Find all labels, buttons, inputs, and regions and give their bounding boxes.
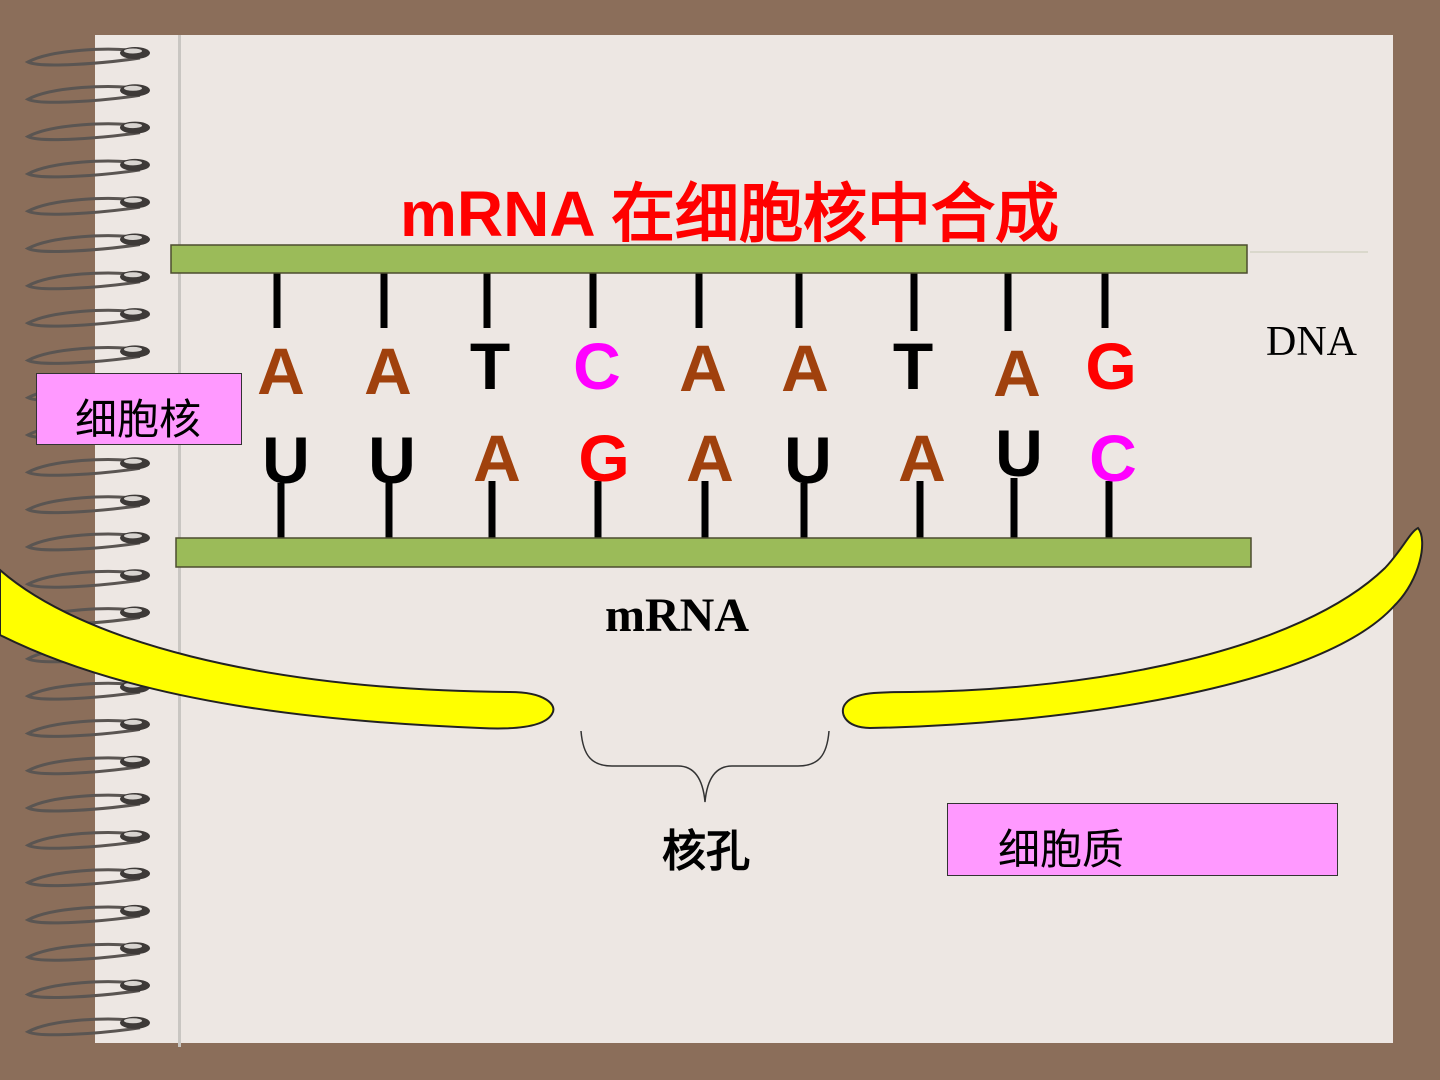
binding-ring [24,867,150,888]
mrna-base: G [578,421,630,495]
nuclear-membrane-right [841,526,1424,730]
binding-ring [24,793,150,813]
dna-base: A [257,334,305,408]
binding-ring [24,718,150,738]
mrna-base: U [784,423,832,497]
nuclear-pore-brace [580,730,830,803]
nucleus-label: 细胞核 [75,395,202,444]
mrna-base: A [686,421,734,495]
dna-base: T [469,329,511,403]
dna-base: C [573,329,621,403]
mrna-base: C [1089,421,1137,495]
dna-base: A [364,334,412,408]
mrna-base: A [898,421,946,495]
binding-ring [24,270,150,291]
mrna-base: U [368,423,416,497]
cytoplasm-label: 细胞质 [998,825,1125,874]
binding-ring [24,494,150,515]
dna-base: A [781,331,829,405]
dna-strand [170,244,1248,274]
nuclear-membrane-left [0,568,555,730]
mrna-base: U [995,416,1043,490]
binding-ring [24,233,150,253]
binding-ring [24,158,150,179]
binding-ring [24,569,150,589]
nucleus-label-box: 细胞核 [36,373,242,445]
dna-base: A [993,336,1041,410]
binding-ring [24,904,150,925]
binding-ring [24,121,150,142]
base-stick-group [273,268,1113,542]
mrna-base: A [473,421,521,495]
page-title: mRNA 在细胞核中合成 [400,178,1059,250]
mrna-base: U [262,423,310,497]
dna-base: G [1085,329,1137,403]
cytoplasm-label-box: 细胞质 [947,803,1338,876]
binding-ring [24,196,150,216]
dna-label: DNA [1266,319,1357,365]
binding-ring [24,308,150,328]
binding-ring [24,457,150,477]
mrna-label: mRNA [605,589,749,642]
binding-ring [24,531,150,552]
binding-ring [24,1016,150,1037]
nuclear-pore-label: 核孔 [662,827,750,876]
binding-ring [24,942,150,962]
binding-ring [24,830,150,850]
binding-ring [24,84,150,104]
binding-ring [24,47,150,67]
dna-base: T [892,329,934,403]
mrna-strand [175,537,1252,568]
binding-ring [24,979,150,999]
binding-ring [24,755,150,776]
dna-base: A [679,331,727,405]
binding-ring [24,345,150,365]
